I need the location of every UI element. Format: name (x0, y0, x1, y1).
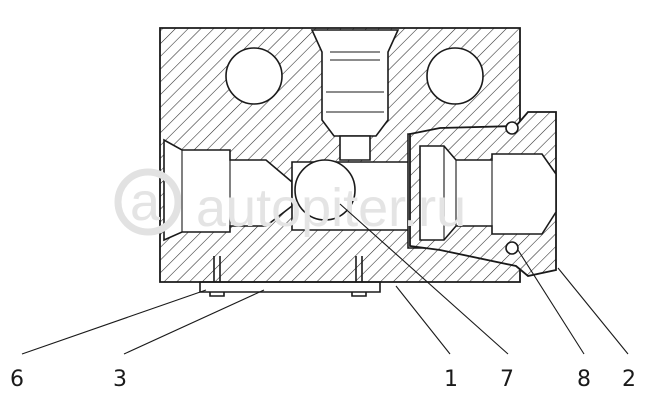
callout-2: 2 (622, 367, 636, 392)
base-plate (199, 256, 381, 297)
watermark: a autopiter.ru (114, 168, 466, 238)
callout-7: 7 (500, 367, 514, 392)
cap-nut (409, 111, 557, 277)
callout-3: 3 (113, 367, 127, 392)
callout-6: 6 (10, 367, 24, 392)
watermark-logo-glyph: a (130, 172, 161, 232)
ball (294, 159, 356, 221)
o-ring-lower (505, 241, 519, 255)
leader-lines (21, 203, 629, 355)
o-ring-upper (505, 121, 519, 135)
callout-8: 8 (577, 367, 591, 392)
callout-1: 1 (444, 367, 458, 392)
watermark-text: autopiter.ru (196, 178, 466, 238)
